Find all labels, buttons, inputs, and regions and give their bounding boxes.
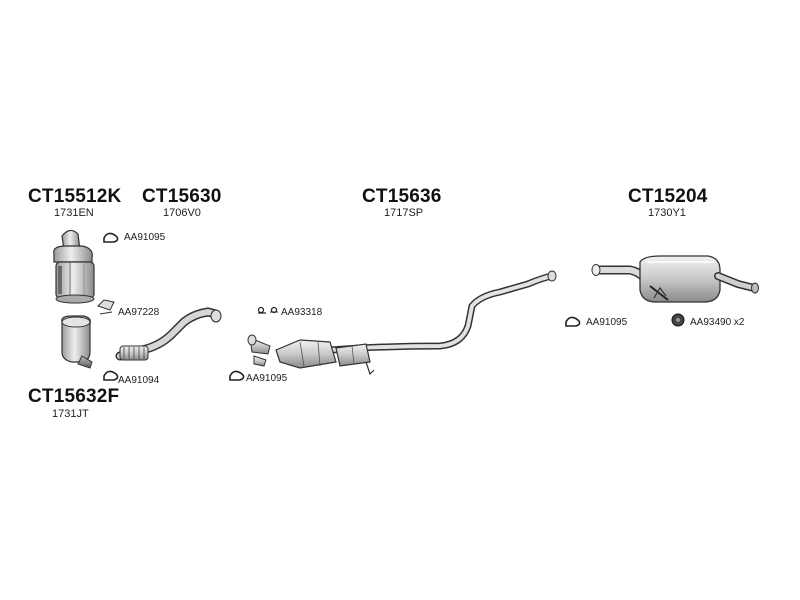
ref-aa93490[interactable]: AA93490 x2 [690,317,745,328]
ref-aa91094[interactable]: AA91094 [118,375,160,386]
ref-aa93318[interactable]: AA93318 [281,307,323,318]
part-sub-1706v0: 1706V0 [163,207,201,219]
front-pipe-ct15630[interactable] [115,307,222,361]
part-code-ct15204[interactable]: CT15204 [628,186,708,207]
catalytic-converter-ct15632f[interactable] [61,315,93,369]
clamp-icon [565,316,581,327]
rear-silencer-ct15204[interactable] [591,255,759,303]
middle-silencer-ct15636[interactable] [247,270,557,376]
catalytic-converter-ct15512k[interactable] [53,229,95,304]
bolt-icon [257,306,278,314]
clamp-icon [103,232,119,243]
ref-aa91095-rear[interactable]: AA91095 [586,317,628,328]
part-code-ct15636[interactable]: CT15636 [362,186,442,207]
rubber-mount-icon [671,313,685,327]
part-sub-1731jt: 1731JT [52,408,89,420]
bracket-icon [97,299,115,315]
part-code-ct15630[interactable]: CT15630 [142,186,222,207]
part-sub-1730y1: 1730Y1 [648,207,686,219]
ref-aa91095-mid[interactable]: AA91095 [246,373,288,384]
clamp-icon [229,370,245,381]
clamp-icon [103,370,119,381]
ref-aa97228[interactable]: AA97228 [118,307,160,318]
ref-aa91095-cat[interactable]: AA91095 [124,232,166,243]
part-sub-1731en: 1731EN [54,207,94,219]
part-code-ct15632f[interactable]: CT15632F [28,386,120,407]
part-sub-1717sp: 1717SP [384,207,424,219]
part-code-ct15512k[interactable]: CT15512K [28,186,122,207]
